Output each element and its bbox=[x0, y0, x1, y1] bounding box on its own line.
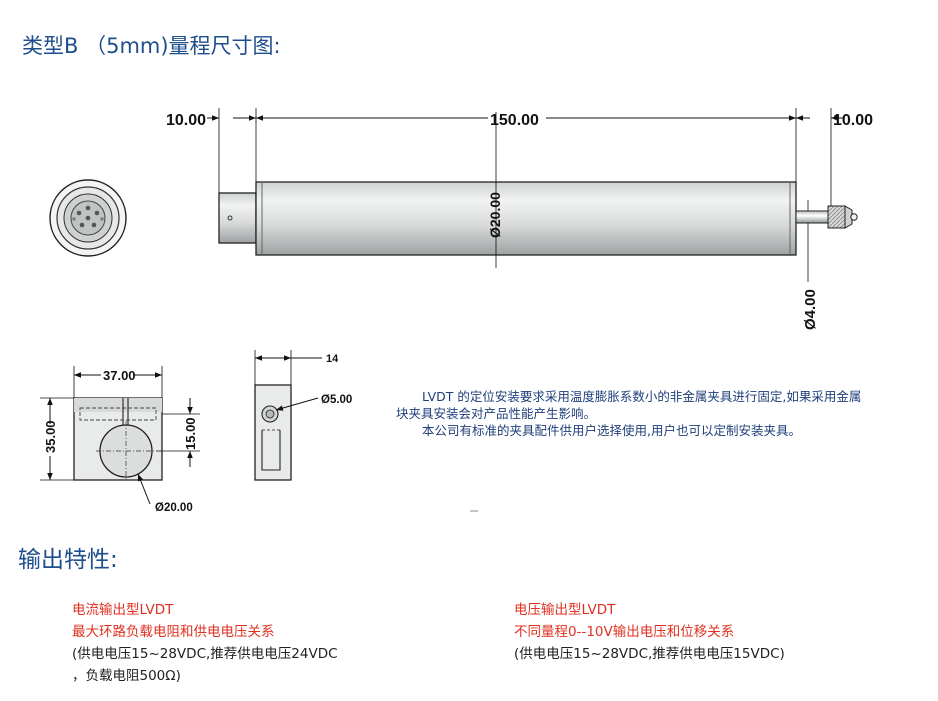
voltage-output-spec: 电压输出型LVDT 不同量程0--10V输出电压和位移关系 (供电电压15~28… bbox=[514, 599, 785, 665]
dim-screw-diameter: Ø5.00 bbox=[321, 394, 352, 406]
dim-right-length: 10.00 bbox=[833, 112, 873, 129]
length-dimensions: 10.00 150.00 10.00 Ø20.00 Ø4.00 bbox=[166, 108, 873, 330]
section-title: 输出特性: bbox=[18, 547, 118, 573]
installation-note: LVDT 的定位安装要求采用温度膨胀系数小的非金属夹具进行固定,如果采用金属块夹… bbox=[396, 388, 866, 439]
dim-left-length: 10.00 bbox=[166, 112, 206, 129]
dim-side-width: 14 bbox=[326, 353, 339, 365]
clamp-front-view: 37.00 35.00 15.00 Ø20.00 bbox=[40, 366, 200, 514]
dim-clamp-height: 35.00 bbox=[43, 420, 58, 453]
dim-hole-offset: 15.00 bbox=[183, 417, 198, 450]
sensor-body bbox=[218, 112, 858, 268]
dim-hole-diameter: Ø20.00 bbox=[155, 502, 193, 514]
voltage-output-title: 电压输出型LVDT bbox=[514, 602, 616, 618]
page-title: 类型B （5mm)量程尺寸图: bbox=[22, 34, 281, 58]
dim-body-diameter: Ø20.00 bbox=[487, 192, 503, 238]
current-output-line-1: (供电电压15~28VDC,推荐供电电压24VDC bbox=[72, 646, 338, 662]
current-output-line-2: ，负载电阻500Ω) bbox=[72, 668, 181, 684]
current-output-title: 电流输出型LVDT bbox=[72, 602, 174, 618]
dim-body-length: 150.00 bbox=[490, 112, 539, 129]
end-view bbox=[49, 179, 127, 257]
dim-rod-diameter: Ø4.00 bbox=[802, 289, 819, 330]
voltage-output-subtitle: 不同量程0--10V输出电压和位移关系 bbox=[514, 624, 735, 640]
current-output-subtitle: 最大环路负载电阻和供电电压关系 bbox=[72, 624, 275, 640]
dim-clamp-width: 37.00 bbox=[103, 368, 136, 383]
voltage-output-line-1: (供电电压15~28VDC,推荐供电电压15VDC) bbox=[514, 646, 785, 662]
note-line-1: LVDT 的定位安装要求采用温度膨胀系数小的非金属夹具进行固定,如果采用金属块夹… bbox=[396, 389, 862, 421]
current-output-spec: 电流输出型LVDT 最大环路负载电阻和供电电压关系 (供电电压15~28VDC,… bbox=[72, 599, 338, 687]
note-line-2: 本公司有标准的夹具配件供用户选择使用,用户也可以定制安装夹具。 bbox=[422, 423, 801, 438]
clamp-side-view: 14 Ø5.00 bbox=[254, 350, 352, 481]
